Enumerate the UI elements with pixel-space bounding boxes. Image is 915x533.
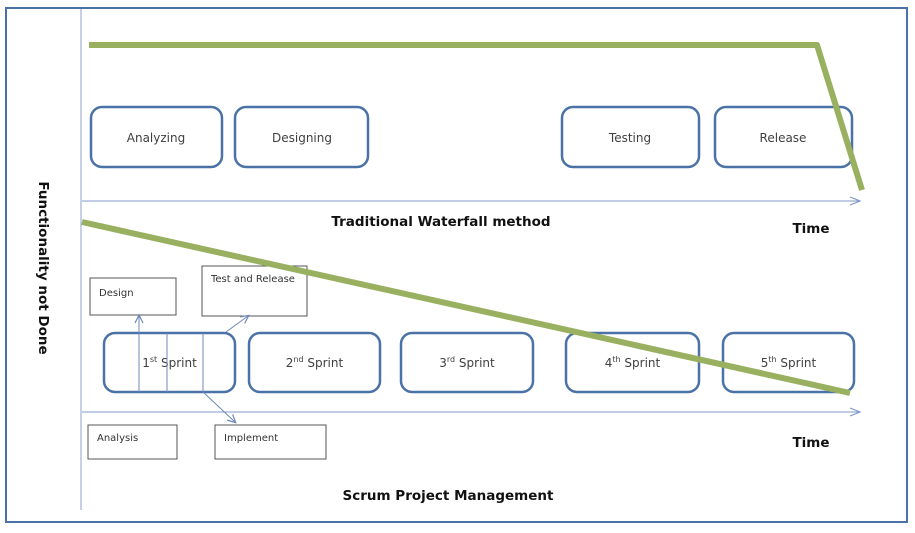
waterfall-trend-line bbox=[89, 42, 865, 191]
waterfall-phase-testing: Testing bbox=[560, 105, 701, 169]
scrum-time-label: Time bbox=[792, 435, 829, 451]
activity-test-release: Test and Release bbox=[201, 265, 308, 317]
waterfall-phase-designing: Designing bbox=[233, 105, 370, 169]
scrum-trend-line bbox=[81, 219, 851, 396]
activity-implement: Implement bbox=[214, 424, 327, 460]
activity-label: Implement bbox=[224, 433, 278, 444]
sprint-box-3: 3rd Sprint bbox=[399, 331, 535, 394]
phase-label: Release bbox=[760, 131, 807, 145]
phase-label: Testing bbox=[608, 131, 651, 145]
scrum-title: Scrum Project Management bbox=[343, 488, 554, 504]
sprint-label: 2nd Sprint bbox=[286, 355, 344, 370]
sprint-box-2: 2nd Sprint bbox=[247, 331, 382, 394]
sprint-label: 3rd Sprint bbox=[439, 355, 495, 370]
phase-label: Designing bbox=[272, 131, 332, 145]
waterfall-title: Traditional Waterfall method bbox=[331, 214, 550, 230]
waterfall-phase-analyzing: Analyzing bbox=[89, 105, 224, 169]
waterfall-phase-release: Release bbox=[713, 105, 854, 169]
waterfall-time-label: Time bbox=[792, 221, 829, 237]
arrow-to-implement bbox=[202, 391, 235, 422]
sprint-box-4: 4th Sprint bbox=[564, 331, 701, 394]
arrow-to-test-release bbox=[225, 316, 248, 333]
y-axis-label: Functionality not Done bbox=[35, 181, 51, 354]
sprint-label: 5th Sprint bbox=[761, 355, 817, 370]
sprint-box-1: 1st Sprint bbox=[102, 331, 237, 394]
sprint-label: 4th Sprint bbox=[605, 355, 661, 370]
phase-label: Analyzing bbox=[127, 131, 185, 145]
activity-label: Analysis bbox=[97, 433, 138, 444]
activity-label: Design bbox=[99, 288, 134, 299]
activity-design: Design bbox=[89, 277, 177, 316]
sprint-box-5: 5th Sprint bbox=[721, 331, 856, 394]
activity-label: Test and Release bbox=[210, 274, 295, 285]
activity-analysis: Analysis bbox=[87, 424, 178, 460]
